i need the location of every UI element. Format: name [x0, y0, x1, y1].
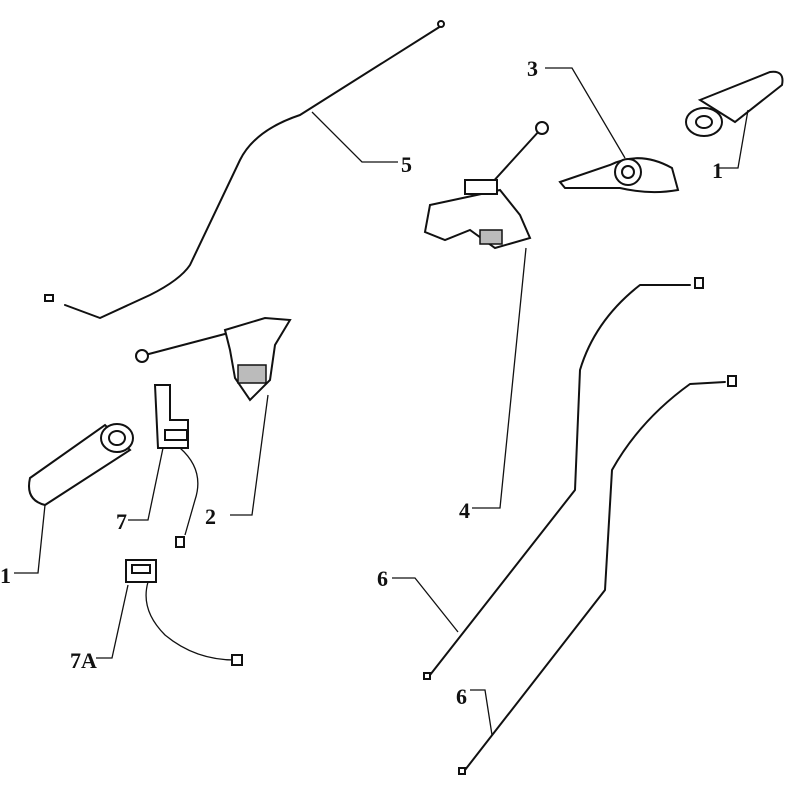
- callout-7: 7: [116, 509, 127, 534]
- callout-1-right: 1: [712, 158, 723, 183]
- cable-6-upper: [423, 277, 704, 680]
- brake-lever-right: [423, 121, 549, 250]
- leader-6-upper: [392, 577, 459, 633]
- grip-left: [28, 423, 134, 507]
- leader-6-lower: [470, 689, 493, 736]
- leader-4: [472, 247, 527, 509]
- callout-4: 4: [459, 498, 470, 523]
- callout-6-lower: 6: [456, 684, 467, 709]
- leader-7a: [96, 584, 129, 659]
- throttle: [558, 157, 680, 194]
- leader-5: [311, 111, 398, 163]
- leader-3: [545, 67, 626, 159]
- callout-2: 2: [205, 504, 216, 529]
- switch-7a: [125, 559, 243, 666]
- leader-7: [128, 447, 164, 521]
- brake-lever-left: [135, 316, 292, 402]
- leader-2: [230, 394, 269, 516]
- switch-7: [153, 384, 199, 548]
- cable-6-lower: [458, 375, 737, 775]
- callout-3: 3: [527, 56, 538, 81]
- callout-5: 5: [401, 152, 412, 177]
- grip-right: [685, 70, 784, 137]
- cable-5: [44, 20, 445, 319]
- leader-1-right: [718, 109, 749, 169]
- callout-6-upper: 6: [377, 566, 388, 591]
- callout-7a: 7A: [70, 648, 97, 673]
- leader-1-left: [14, 504, 46, 574]
- callout-1-left: 1: [0, 563, 11, 588]
